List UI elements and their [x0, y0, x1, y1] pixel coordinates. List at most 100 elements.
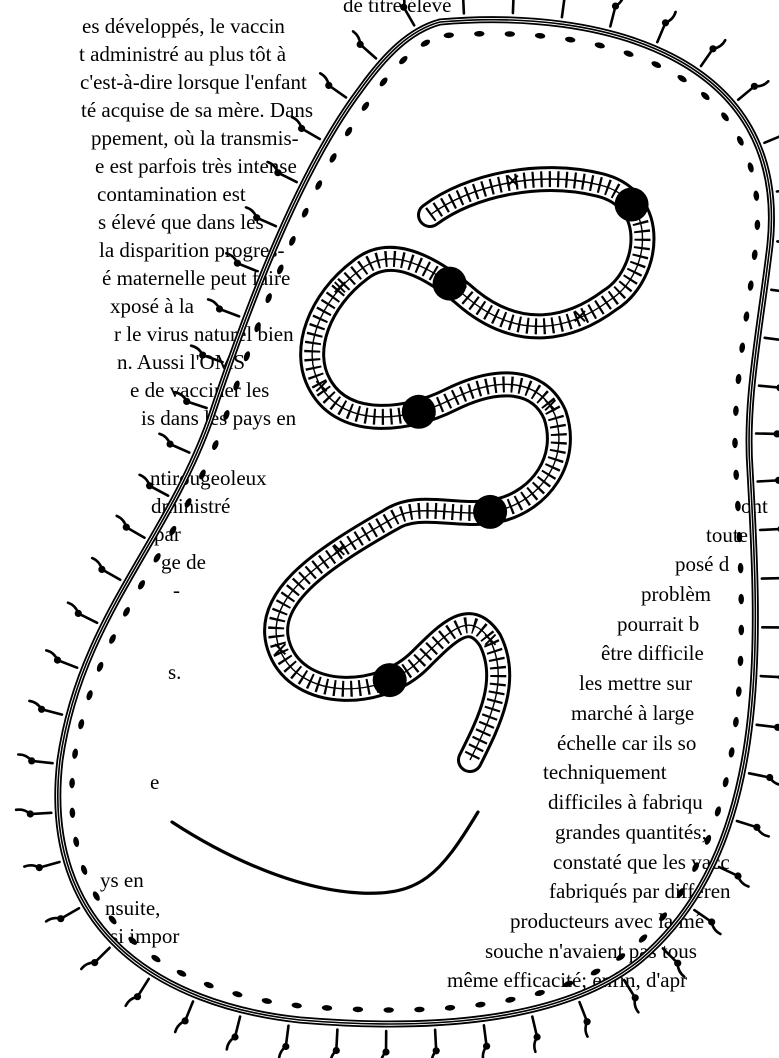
- surface-spike: [719, 867, 749, 887]
- envelope-granule: [211, 439, 220, 451]
- spike-knob: [774, 430, 779, 437]
- surface-spike: [29, 701, 62, 715]
- surface-spike: [18, 754, 52, 763]
- spike-knob: [199, 352, 206, 359]
- envelope-granule: [150, 953, 162, 963]
- envelope-granule: [735, 501, 741, 512]
- surface-spike: [765, 338, 779, 348]
- envelope-granule: [107, 914, 118, 926]
- spike-knob: [274, 169, 281, 176]
- spike-knob: [534, 1033, 541, 1040]
- envelope-granule: [474, 31, 485, 37]
- capsid-cross-mark: ✕: [331, 538, 348, 562]
- surface-spike: [140, 475, 169, 496]
- spike-knob: [234, 260, 241, 267]
- spike-knob: [751, 83, 758, 90]
- capsid-cross-mark: ✕: [572, 305, 589, 329]
- spike-knob: [183, 398, 190, 405]
- envelope-granule: [590, 967, 602, 977]
- envelope-granule: [85, 689, 94, 701]
- envelope-granule: [637, 933, 648, 944]
- spike-knob: [483, 1043, 490, 1050]
- spike-knob: [766, 774, 773, 781]
- envelope-granule: [108, 633, 118, 645]
- envelope-granule: [222, 409, 231, 421]
- envelope-granule: [650, 60, 662, 69]
- envelope-granule: [732, 438, 738, 448]
- envelope-granule: [253, 321, 262, 333]
- envelope-granule: [738, 563, 744, 574]
- spike-knob: [662, 19, 669, 26]
- envelope-granule: [136, 579, 146, 591]
- spike-knob: [774, 724, 779, 731]
- spike-knob: [146, 482, 153, 489]
- capsid-knot: [402, 395, 436, 429]
- capsid-cross-mark: ✕: [504, 169, 521, 193]
- capsid-knot: [373, 663, 407, 697]
- envelope-granule: [91, 890, 101, 902]
- surface-spike: [760, 529, 779, 534]
- envelope-granule: [398, 54, 409, 65]
- envelope-granule: [69, 807, 75, 818]
- envelope-granule: [535, 33, 546, 40]
- capsid-axis: [276, 179, 642, 760]
- envelope-granule: [69, 778, 75, 789]
- envelope-granule: [261, 997, 272, 1004]
- surface-spike: [208, 299, 239, 316]
- surface-spike: [46, 650, 77, 667]
- envelope-granule: [314, 179, 324, 191]
- envelope-granule: [264, 292, 273, 304]
- surface-spike: [737, 821, 769, 836]
- envelope-granule: [232, 990, 244, 998]
- envelope-granule: [168, 525, 178, 537]
- envelope-granule: [353, 1006, 364, 1012]
- spike-knob: [775, 477, 779, 484]
- envelope-granule: [122, 606, 132, 618]
- capsid-knot: [615, 188, 649, 222]
- surface-spike: [562, 0, 572, 17]
- spike-knob: [91, 959, 98, 966]
- envelope-granule: [733, 469, 739, 480]
- envelope-granule: [753, 190, 760, 201]
- spike-knob: [182, 1017, 189, 1024]
- surface-spike: [117, 516, 145, 538]
- surface-spike: [701, 40, 725, 66]
- capsid-cross-mark: ✕: [482, 628, 499, 652]
- surface-spike: [279, 1026, 289, 1058]
- envelope-granule: [414, 1007, 425, 1013]
- envelope-granule: [232, 380, 241, 392]
- capsid-cross-mark: ✕: [332, 276, 349, 300]
- spike-knob: [584, 1018, 591, 1025]
- envelope-granule: [733, 717, 740, 728]
- envelope-granule: [615, 952, 627, 963]
- surface-spike: [771, 290, 779, 300]
- spike-knob: [216, 305, 223, 312]
- surface-spike: [762, 627, 779, 632]
- envelope-granule: [80, 864, 89, 876]
- envelope-granule: [751, 249, 758, 260]
- surface-spike: [764, 134, 779, 143]
- spike-knob: [123, 524, 130, 531]
- rna-tail: [172, 812, 478, 893]
- surface-spike: [268, 162, 297, 182]
- envelope-granule: [623, 49, 635, 58]
- envelope-granule: [127, 935, 138, 946]
- surface-spike: [353, 31, 376, 58]
- surface-spike: [246, 207, 276, 226]
- spike-knob: [734, 872, 741, 879]
- spike-knob: [612, 3, 619, 10]
- surface-spike: [513, 0, 519, 13]
- surface-spike: [68, 603, 97, 623]
- envelope-granule: [291, 1002, 302, 1009]
- envelope-granule: [72, 836, 80, 847]
- surface-spike: [175, 392, 207, 408]
- spike-knob: [674, 960, 681, 967]
- surface-spike: [657, 12, 675, 42]
- capsid-knot: [433, 267, 467, 301]
- nucleocapsid-coil: ✕✕✕✕✕✕✕✕: [272, 169, 649, 760]
- surface-spike: [292, 117, 320, 139]
- spike-knob: [433, 1047, 440, 1054]
- spike-knob: [134, 993, 141, 1000]
- capsid-cross-mark: ✕: [313, 375, 330, 399]
